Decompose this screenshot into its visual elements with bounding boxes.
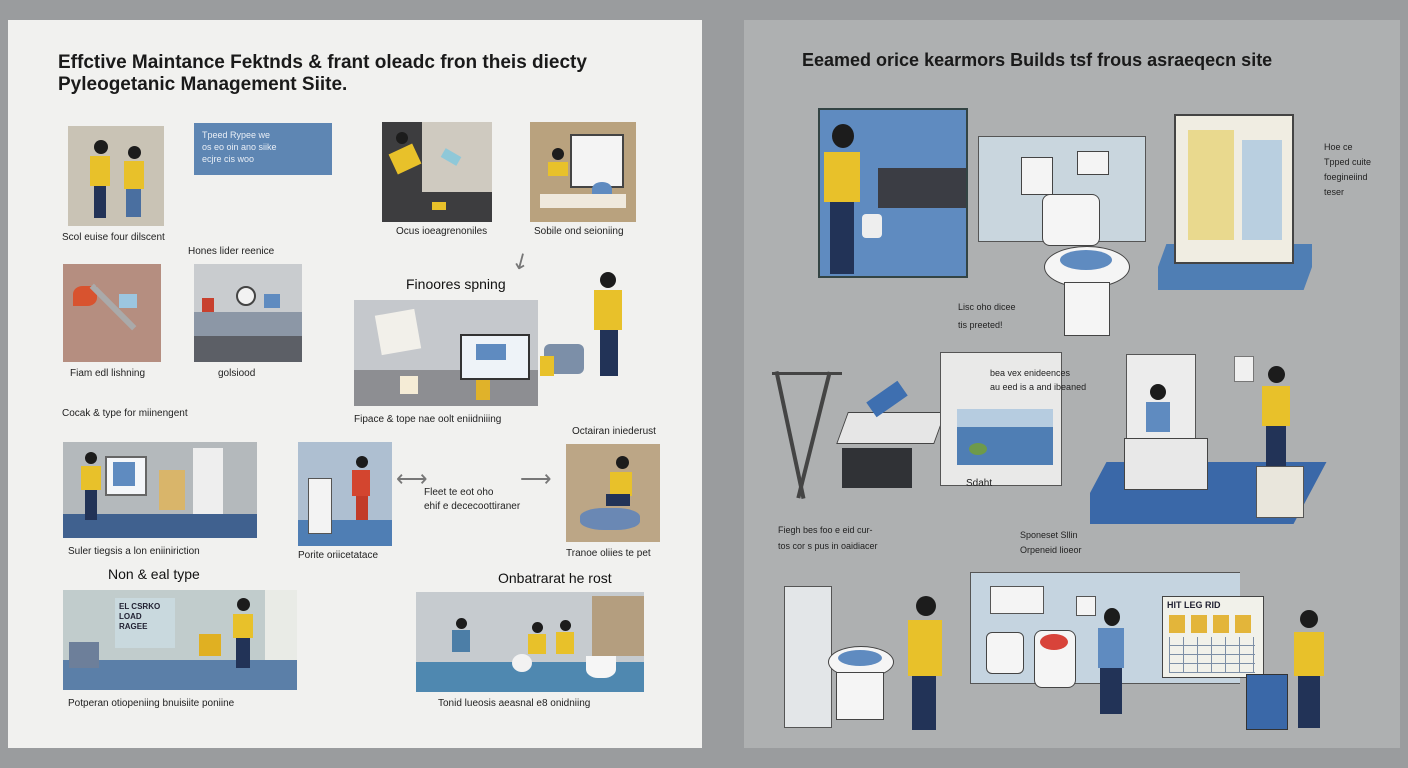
illustration-toilet-cleaner xyxy=(784,576,974,736)
left-title: Effctive Maintance Fektnds & frant olead… xyxy=(58,52,587,96)
double-arrow-icon: ⟷ xyxy=(396,466,428,491)
worker-pants xyxy=(600,330,618,376)
toilet-base xyxy=(1064,282,1110,336)
caption-r3: bea vex enideences au eed is a and ibean… xyxy=(990,368,1087,392)
heading-finoores-spning: Finoores spning xyxy=(406,276,506,292)
caption-1: Scol euise four dilscent xyxy=(62,232,165,243)
caption-r6: Sponeset Sllin Orpeneid lioeor xyxy=(1020,530,1082,555)
caption-6: golsiood xyxy=(218,368,256,379)
illustration-landscape-panel xyxy=(940,352,1062,486)
worker-head xyxy=(600,272,616,288)
caption-11: Porite oriicetatace xyxy=(298,550,379,561)
illustration-board-worker xyxy=(298,442,392,546)
caption-9: Octairan iniederust xyxy=(572,426,656,437)
caption-12: Tranoe oliies te pet xyxy=(566,548,651,559)
caption-2: Ocus ioeagrenoniles xyxy=(396,226,488,237)
caption-10: Suler tiegsis a lon eniiniriction xyxy=(68,546,200,557)
note-box: Tpeed Rypee we os eo oin ano siike ecjre… xyxy=(194,123,332,175)
left-poster: Effctive Maintance Fektnds & frant olead… xyxy=(8,20,702,748)
illustration-shower-box xyxy=(1158,94,1312,290)
illustration-room-worker xyxy=(63,442,257,538)
toilet-tank xyxy=(1042,194,1100,246)
left-title-line2: Pyleogetanic Management Siite. xyxy=(58,74,348,95)
illustration-desk-workers xyxy=(1090,346,1360,534)
illustration-screen-cleaning xyxy=(354,300,538,406)
bulletin-board: HIT LEG RID xyxy=(1162,596,1264,678)
illustration-sink-worker xyxy=(818,108,968,278)
caption-3: Sobile ond seioniing xyxy=(534,226,624,237)
illustration-rack-table xyxy=(772,356,946,506)
heading-non-eal-type: Non & eal type xyxy=(108,566,200,582)
illustration-sign-room: EL CSRKO LOAD RAGEE xyxy=(63,590,297,690)
toilet-water xyxy=(1060,250,1112,270)
illustration-broom xyxy=(63,264,161,362)
board-label: HIT LEG RID xyxy=(1167,600,1221,610)
illustration-machine xyxy=(530,122,636,222)
illustration-restroom-group xyxy=(416,592,644,692)
right-poster: Eeamed orice kearmors Builds tsf frous a… xyxy=(744,20,1400,748)
caption-15: Fleet te eot oho ehif e dececoottiraner xyxy=(424,487,521,512)
illustration-wall-panel xyxy=(978,136,1146,242)
worker-shirt xyxy=(594,290,622,330)
sign-text: EL CSRKO LOAD RAGEE xyxy=(115,598,175,648)
caption-r1: Hoe ce Tpped cuite foegineiind teser xyxy=(1324,142,1372,197)
illustration-counter xyxy=(194,264,302,362)
illustration-crouching-worker xyxy=(566,444,660,542)
arrow-down-icon: ↘ xyxy=(506,246,538,275)
caption-r5: Fiegh bes foo e eid cur- tos cor s pus i… xyxy=(778,525,878,551)
illustration-two-workers xyxy=(68,126,164,226)
left-title-line1: Effctive Maintance Fektnds & frant olead… xyxy=(58,52,587,73)
cart-bucket xyxy=(540,356,554,376)
arrow-right-icon: ⟶ xyxy=(520,466,552,491)
caption-r2: Lisc oho dicee tis preeted! xyxy=(958,302,1016,330)
illustration-floor-cleaning xyxy=(382,122,492,222)
caption-7: Fipace & tope nae oolt eniidniiing xyxy=(354,414,502,425)
heading-onbatrarat: Onbatrarat he rost xyxy=(498,570,612,586)
illustration-trash-worker xyxy=(1240,604,1340,734)
caption-r4: Sdaht xyxy=(966,478,993,489)
caption-8: Cocak & type for miinengent xyxy=(62,408,188,419)
caption-4: Hones lider reenice xyxy=(188,246,275,257)
caption-13: Potperan otiopeniing bnuisiite poniine xyxy=(68,698,235,709)
caption-5: Fiam edl lishning xyxy=(70,368,146,379)
caption-14: Tonid lueosis aeasnal e8 onidniing xyxy=(438,698,591,709)
right-title: Eeamed orice kearmors Builds tsf frous a… xyxy=(802,50,1273,70)
